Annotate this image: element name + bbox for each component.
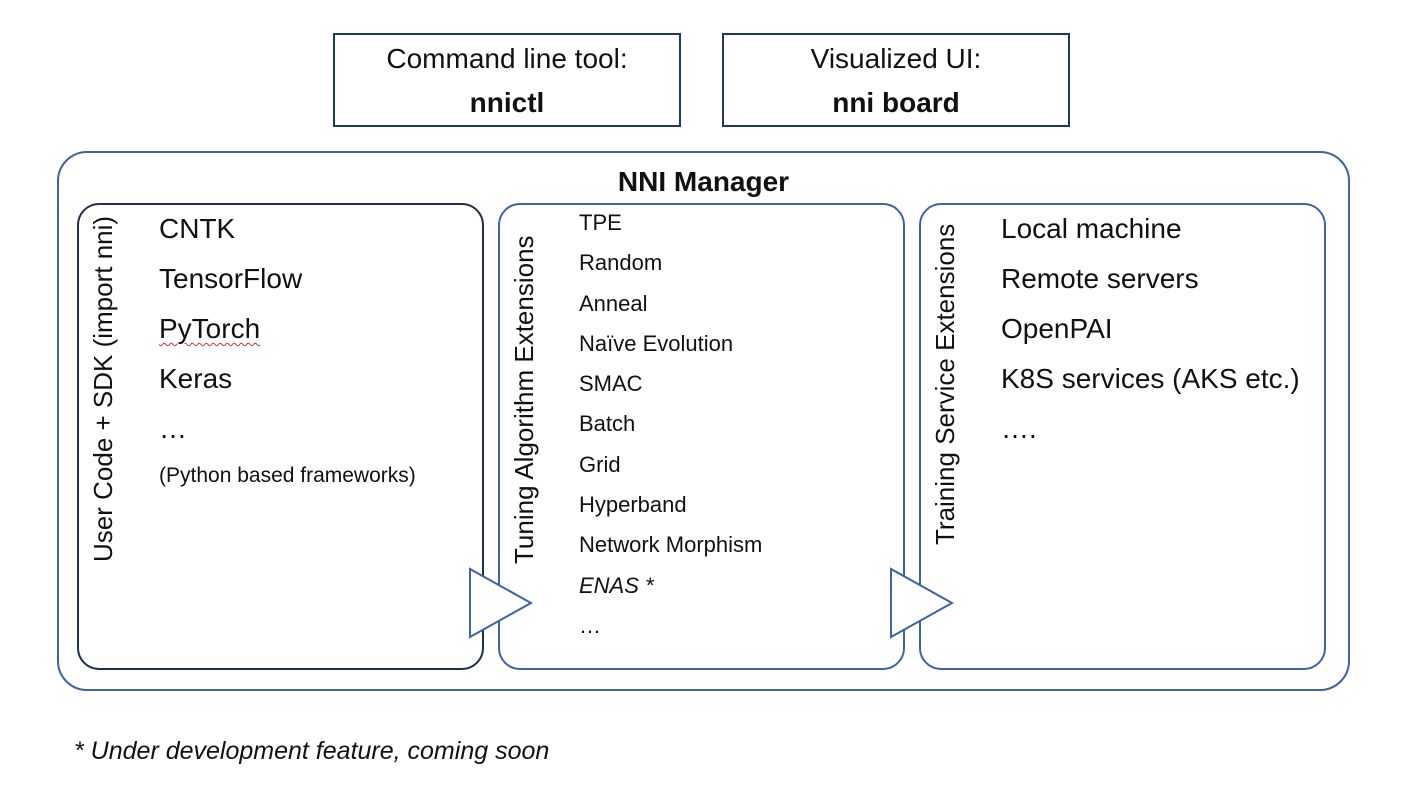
command-line-tool-box: Command line tool: nnictl [333, 33, 681, 127]
user-code-panel [77, 203, 484, 670]
tuning-algorithm-panel [498, 203, 905, 670]
training-service-list: Local machine Remote servers OpenPAI K8S… [1001, 204, 1300, 454]
tuner-list: TPE Random Anneal Naïve Evolution SMAC B… [579, 203, 762, 646]
footnote: * Under development feature, coming soon [74, 737, 550, 765]
visualized-ui-label: Visualized UI: [810, 43, 982, 74]
list-item-anneal: Anneal [579, 290, 648, 316]
arrow-icon [890, 567, 955, 639]
list-item-keras: Keras [159, 363, 233, 394]
list-item-k8s-services: K8S services (AKS etc.) [1001, 363, 1300, 394]
list-item-network-morphism: Network Morphism [579, 532, 763, 558]
list-item-enas: ENAS * [579, 572, 654, 598]
list-item-remote-servers: Remote servers [1001, 263, 1199, 294]
arrow-icon [469, 567, 534, 639]
pytorch-text: PyTorch [159, 313, 261, 344]
list-item-python-frameworks: (Python based frameworks) [159, 464, 416, 487]
list-item-ellipsis: …. [1001, 413, 1037, 444]
training-service-panel [919, 203, 1326, 670]
list-item-pytorch: PyTorch [159, 304, 416, 354]
nnictl-label: nnictl [469, 87, 545, 118]
list-item-hyperband: Hyperband [579, 492, 687, 518]
list-item-tpe: TPE [579, 210, 622, 235]
list-item-batch: Batch [579, 411, 636, 437]
list-item-tensorflow: TensorFlow [159, 263, 303, 294]
list-item-local-machine: Local machine [1001, 213, 1182, 244]
list-item-random: Random [579, 250, 663, 276]
command-line-tool-label: Command line tool: [386, 43, 628, 74]
list-item-openpai: OpenPAI [1001, 313, 1113, 344]
list-item-cntk: CNTK [159, 213, 236, 244]
nni-manager-title: NNI Manager [617, 166, 790, 197]
nni-manager-container [57, 151, 1350, 691]
framework-list: CNTK TensorFlow PyTorch Keras … (Python … [159, 204, 416, 498]
list-item-smac: SMAC [579, 371, 643, 397]
list-item-naive-evolution: Naïve Evolution [579, 330, 734, 356]
list-item-ellipsis: … [579, 612, 601, 638]
list-item-grid: Grid [579, 451, 621, 477]
nni-board-label: nni board [832, 87, 960, 118]
list-item-ellipsis: … [159, 413, 187, 444]
visualized-ui-box: Visualized UI: nni board [722, 33, 1070, 127]
